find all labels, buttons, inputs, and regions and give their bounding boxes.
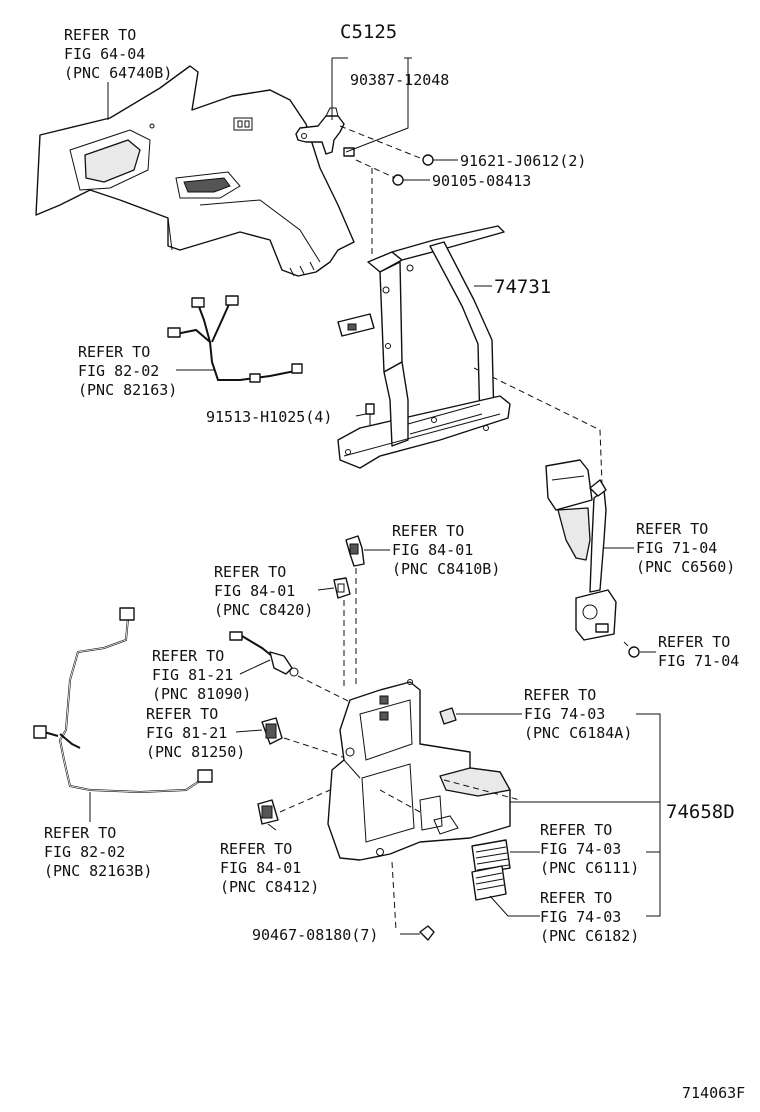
screw-91621-icon[interactable] (422, 154, 446, 166)
callout-line: FIG 82-02 (44, 843, 125, 861)
callout-line: (PNC 82163B) (44, 862, 152, 880)
callout-line: FIG 84-01 (214, 582, 295, 600)
wire-harness-82163b[interactable] (33, 607, 213, 794)
callout-74658d[interactable]: 74658D (666, 801, 735, 823)
clip-90387[interactable] (343, 147, 355, 157)
callout-pnc64740b[interactable]: REFER TO FIG 64-04 (PNC 64740B) (64, 26, 172, 82)
callout-90387[interactable]: 90387-12048 (350, 71, 449, 89)
callout-line: REFER TO (64, 26, 136, 44)
callout-line: (PNC 81250) (146, 743, 245, 761)
callout-line: 90467-08180(7) (252, 926, 378, 944)
callout-line: REFER TO (78, 343, 150, 361)
callout-line: 90387-12048 (350, 71, 449, 89)
callout-90105[interactable]: 90105-08413 (432, 172, 531, 190)
callout-line: REFER TO (540, 821, 612, 839)
callout-line: (PNC 81090) (152, 685, 251, 703)
module-81250[interactable] (261, 717, 283, 745)
callout-line: FIG 64-04 (64, 45, 145, 63)
callout-line: REFER TO (658, 633, 730, 651)
callout-line: FIG 71-04 (658, 652, 739, 670)
callout-fig7104b[interactable]: REFER TO FIG 71-04 (658, 633, 739, 670)
seatbelt-assembly[interactable] (545, 459, 617, 641)
callout-line: REFER TO (220, 840, 292, 858)
callout-line: REFER TO (540, 889, 612, 907)
callout-pncc6111[interactable]: REFER TO FIG 74-03 (PNC C6111) (540, 821, 639, 877)
callout-line: FIG 81-21 (146, 724, 227, 742)
wire-harness-82163[interactable] (167, 295, 303, 383)
callout-line: C5125 (340, 21, 397, 43)
label-plate-c6111[interactable] (471, 839, 511, 875)
callout-line: (PNC C6111) (540, 859, 639, 877)
callout-line: FIG 82-02 (78, 362, 159, 380)
callout-line: FIG 74-03 (540, 840, 621, 858)
bolt-90105-icon[interactable] (392, 174, 418, 186)
callout-line: 74658D (666, 801, 735, 823)
callout-pnc81250[interactable]: REFER TO FIG 81-21 (PNC 81250) (146, 705, 245, 761)
callout-line: (PNC C8410B) (392, 560, 500, 578)
callout-line: (PNC 64740B) (64, 64, 172, 82)
callout-90467[interactable]: 90467-08180(7) (252, 926, 378, 944)
callout-pnc82163b[interactable]: REFER TO FIG 82-02 (PNC 82163B) (44, 824, 152, 880)
callout-line: REFER TO (214, 563, 286, 581)
screw-90467-icon[interactable] (412, 925, 435, 941)
figure-id: 714063F (682, 1084, 745, 1102)
callout-pncc6182[interactable]: REFER TO FIG 74-03 (PNC C6182) (540, 889, 639, 945)
clip-c8410b[interactable] (345, 535, 365, 567)
leader-lines (89, 57, 661, 935)
callout-line: (PNC C6182) (540, 927, 639, 945)
seatbelt-frame-74731[interactable] (337, 225, 511, 469)
bolt-fig7104-icon[interactable] (623, 641, 640, 658)
callout-line: REFER TO (152, 647, 224, 665)
callout-line: REFER TO (636, 520, 708, 538)
callout-line: (PNC C8420) (214, 601, 313, 619)
callout-line: FIG 74-03 (540, 908, 621, 926)
callout-line: 91621-J0612(2) (460, 152, 586, 170)
callout-line: (PNC 82163) (78, 381, 177, 399)
callout-line: FIG 81-21 (152, 666, 233, 684)
callout-pncc8420[interactable]: REFER TO FIG 84-01 (PNC C8420) (214, 563, 313, 619)
quarter-trim-panel[interactable] (35, 65, 355, 277)
callout-line: REFER TO (146, 705, 218, 723)
callout-line: REFER TO (524, 686, 596, 704)
callout-c5125[interactable]: C5125 (340, 21, 397, 43)
callout-line: REFER TO (44, 824, 116, 842)
callout-line: 90105-08413 (432, 172, 531, 190)
callout-91621[interactable]: 91621-J0612(2) (460, 152, 586, 170)
callout-line: 74731 (494, 276, 551, 298)
callout-pnc82163[interactable]: REFER TO FIG 82-02 (PNC 82163) (78, 343, 177, 399)
callout-pncc6184a[interactable]: REFER TO FIG 74-03 (PNC C6184A) (524, 686, 632, 742)
callout-line: (PNC C6184A) (524, 724, 632, 742)
clip-c8420[interactable] (333, 577, 351, 599)
bolt-91513-icon[interactable] (365, 403, 375, 424)
callout-line: FIG 71-04 (636, 539, 717, 557)
callout-line: FIG 84-01 (392, 541, 473, 559)
callout-pncc8412[interactable]: REFER TO FIG 84-01 (PNC C8412) (220, 840, 319, 896)
callout-91513[interactable]: 91513-H1025(4) (206, 408, 332, 426)
callout-line: (PNC C8412) (220, 878, 319, 896)
callout-74731[interactable]: 74731 (494, 276, 551, 298)
callout-line: FIG 74-03 (524, 705, 605, 723)
quarter-panel-74658d[interactable] (327, 679, 511, 861)
callout-line: REFER TO (392, 522, 464, 540)
callout-line: FIG 84-01 (220, 859, 301, 877)
callout-line: (PNC C6560) (636, 558, 735, 576)
callout-pncc8410b[interactable]: REFER TO FIG 84-01 (PNC C8410B) (392, 522, 500, 578)
upper-bracket[interactable] (295, 107, 345, 155)
label-plate-c6182[interactable] (471, 865, 507, 901)
clip-c8412[interactable] (257, 799, 279, 825)
sensor-81090[interactable] (229, 631, 299, 677)
callout-pncc6560[interactable]: REFER TO FIG 71-04 (PNC C6560) (636, 520, 735, 576)
callout-line: 91513-H1025(4) (206, 408, 332, 426)
callout-pnc81090[interactable]: REFER TO FIG 81-21 (PNC 81090) (152, 647, 251, 703)
